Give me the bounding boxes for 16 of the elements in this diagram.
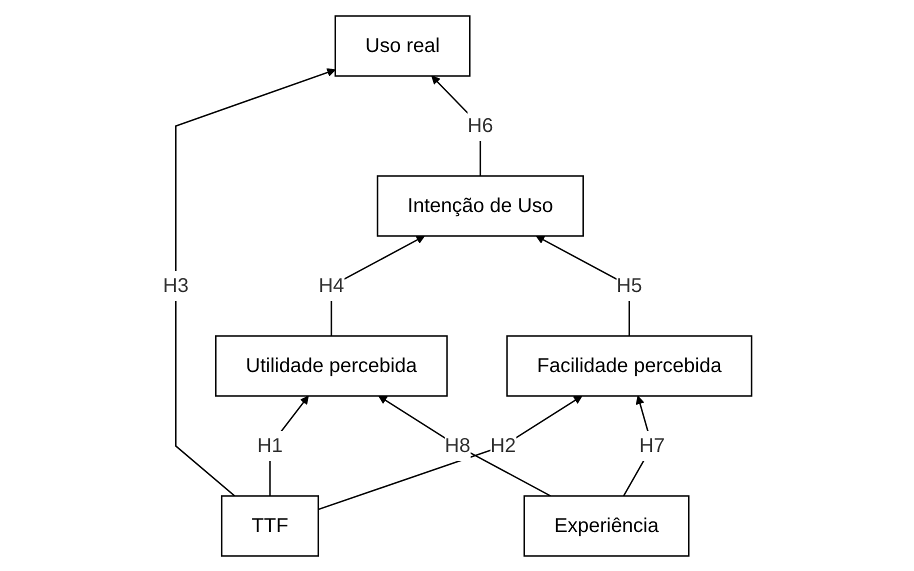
- arrow: [378, 395, 551, 496]
- node-box: TTF: [220, 494, 319, 556]
- node-box: Experiência: [523, 494, 690, 556]
- node-box: Uso real: [334, 14, 470, 76]
- edge-label: H8: [444, 434, 470, 456]
- node-box: Facilidade percebida: [506, 334, 752, 396]
- edge-label: H4: [318, 274, 344, 296]
- node-box: Intenção de Uso: [376, 174, 584, 236]
- arrow: [318, 395, 582, 510]
- edge-label: H7: [639, 434, 665, 456]
- edge-label: H3: [162, 274, 188, 296]
- edge-label: H5: [616, 274, 642, 296]
- edge-label: H2: [490, 434, 516, 456]
- edge-label: H6: [467, 114, 493, 136]
- node-box: Utilidade percebida: [214, 334, 448, 396]
- edge-label: H1: [256, 434, 282, 456]
